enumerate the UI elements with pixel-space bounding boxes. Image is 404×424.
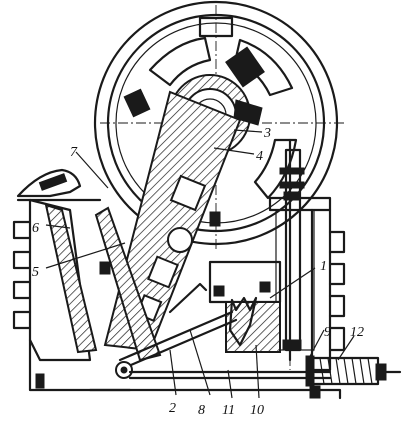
label-part-8: 8: [198, 403, 205, 418]
leader-lines: [45, 129, 355, 399]
label-part-10: 10: [250, 403, 264, 418]
toggle-mechanism: [115, 282, 332, 380]
base: [88, 385, 342, 400]
label-part-11: 11: [222, 403, 235, 418]
label-part-1: 1: [320, 259, 327, 274]
label-part-2: 2: [169, 401, 176, 416]
label-part-9: 9: [324, 325, 331, 340]
part-labels: 1 2 3 4 5 6 7 8 9 10 11 12: [32, 126, 364, 418]
label-part-7: 7: [70, 145, 78, 160]
label-part-5: 5: [32, 265, 39, 280]
wedge-block: [208, 260, 282, 353]
label-part-6: 6: [32, 221, 39, 236]
label-part-12: 12: [350, 325, 364, 340]
label-part-4: 4: [256, 149, 263, 164]
swing-jaw: [94, 90, 242, 362]
crusher-frame: [268, 138, 346, 372]
fixed-jaw: [12, 168, 132, 392]
label-part-3: 3: [263, 126, 271, 141]
